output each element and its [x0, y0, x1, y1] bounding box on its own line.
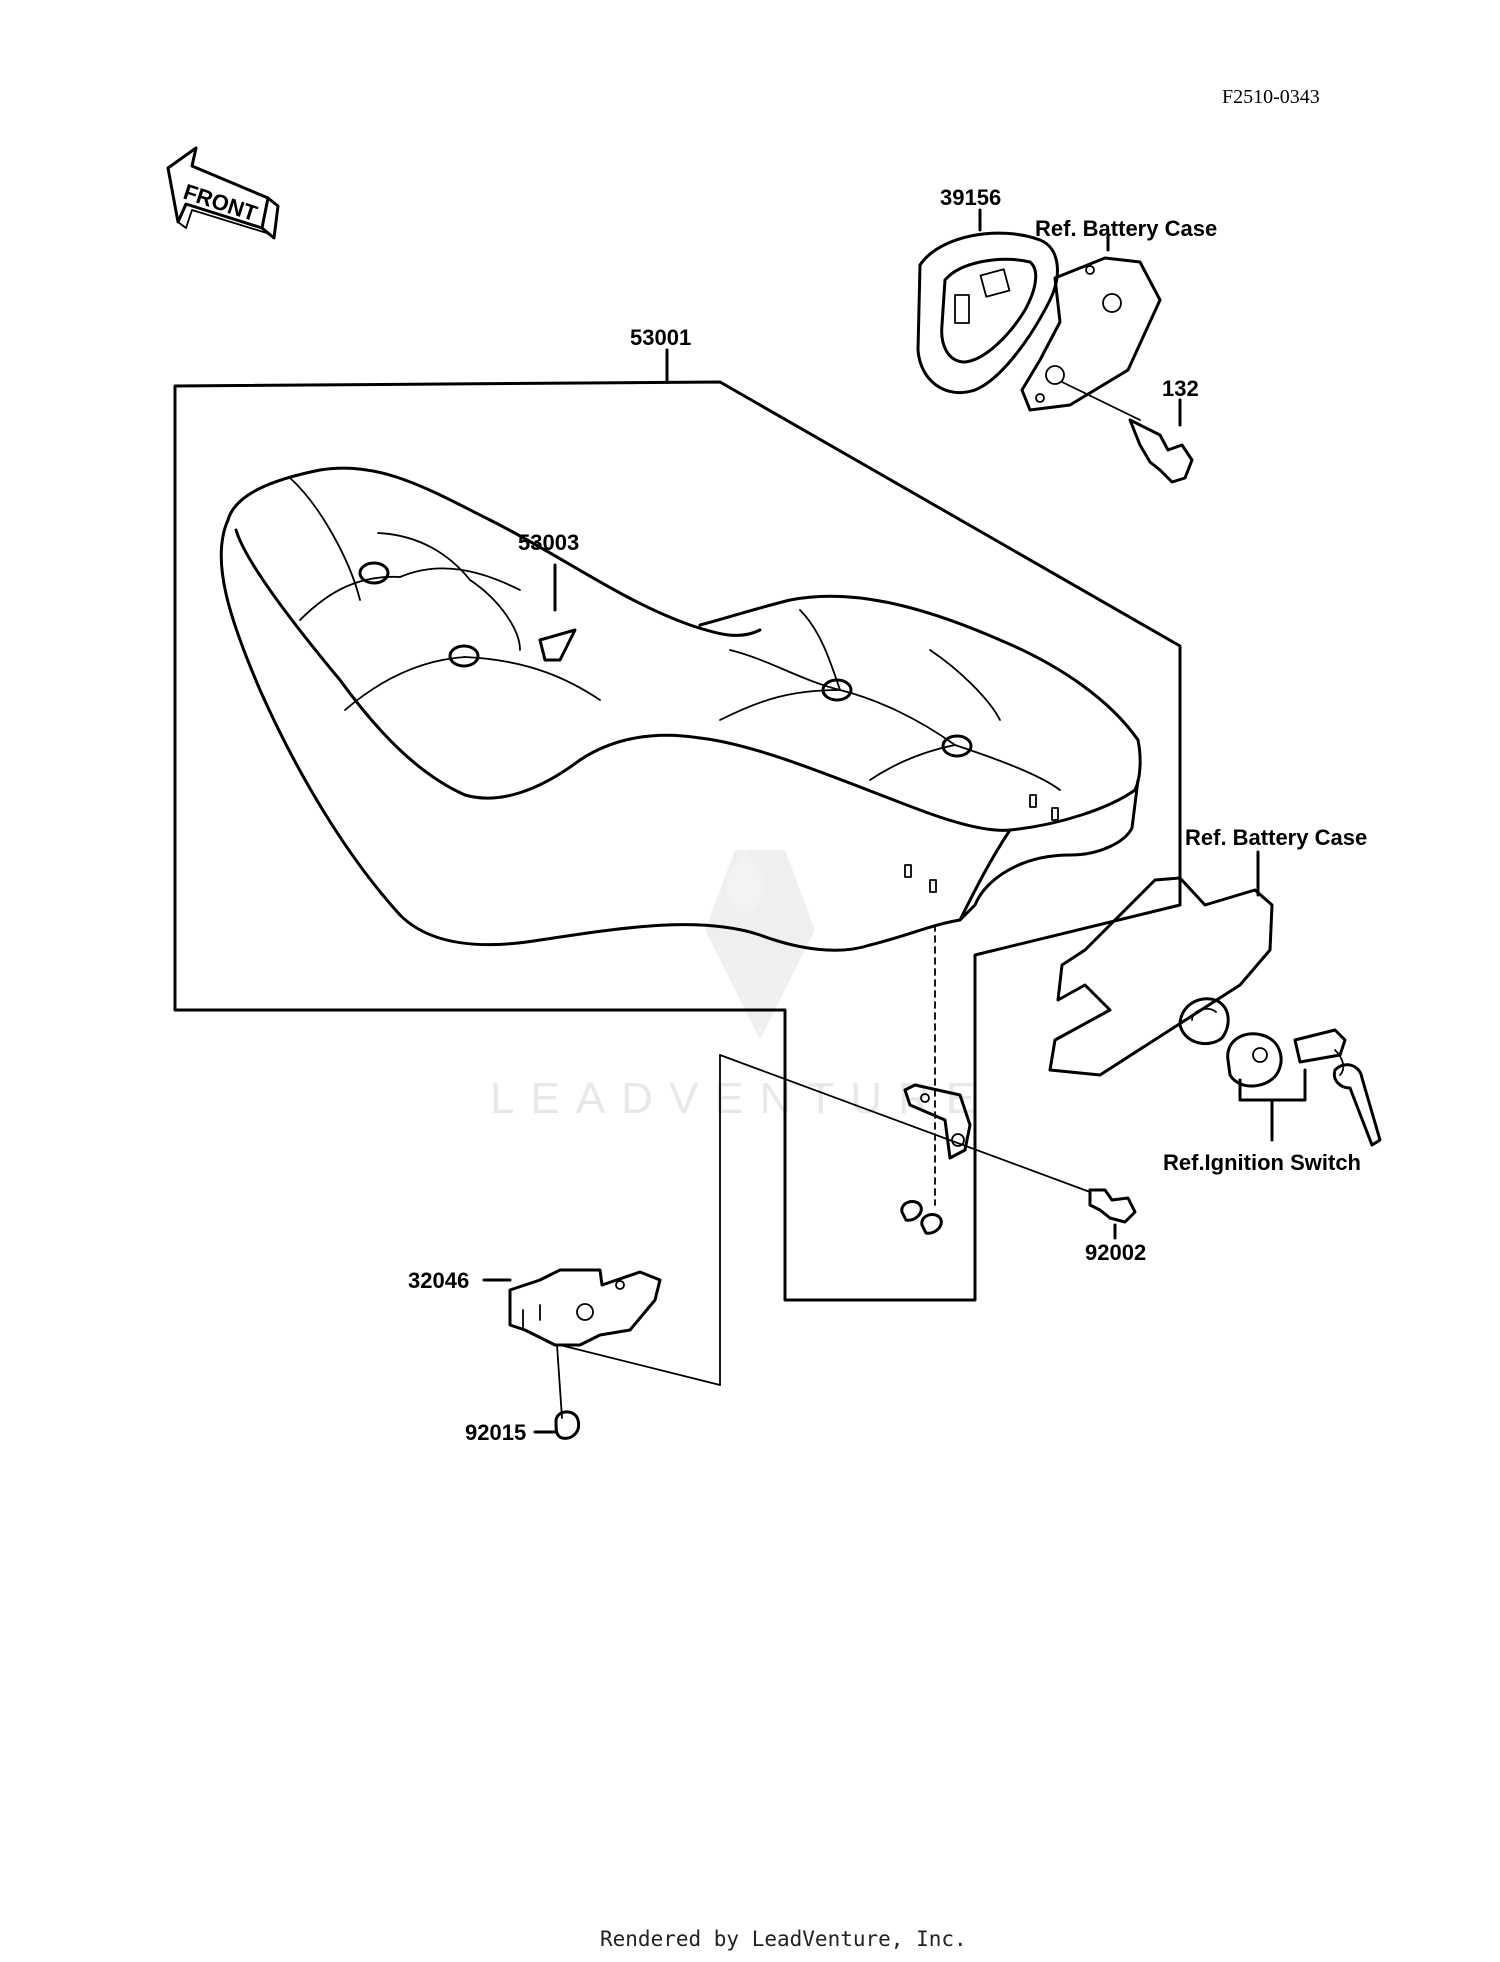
part-label-53001: 53001	[630, 325, 691, 350]
lock-bracket-32046	[508, 1054, 721, 1386]
nut-92015	[554, 1344, 581, 1440]
watermark-text: LEADVENTURE	[490, 1074, 991, 1123]
part-label-132: 132	[1162, 376, 1199, 401]
assembly-frame	[173, 380, 1182, 1302]
part-label-92002: 92002	[1085, 1240, 1146, 1265]
footer-credit: Rendered by LeadVenture, Inc.	[600, 1927, 967, 1951]
diagram-code: F2510-0343	[1222, 86, 1320, 108]
battery-case-lock-bracket	[1048, 876, 1274, 1077]
ref-label-battery-case-right: Ref. Battery Case	[1185, 825, 1367, 850]
part-label-32046: 32046	[408, 1268, 469, 1293]
part-label-92015: 92015	[465, 1420, 526, 1445]
seat-hinge-bracket	[900, 924, 972, 1235]
leadventure-watermark: LEADVENTURE	[490, 850, 991, 1123]
front-arrow-icon: FRONT	[166, 146, 280, 240]
bolt-132	[1061, 381, 1194, 484]
part-label-53003: 53003	[518, 530, 579, 555]
ignition-switch	[1226, 1028, 1382, 1147]
seat-illustration	[219, 466, 1142, 952]
bolt-92002	[719, 1054, 1137, 1224]
part-label-39156: 39156	[940, 185, 1001, 210]
ref-label-ignition-switch: Ref.Ignition Switch	[1163, 1150, 1361, 1175]
battery-cover-39156	[916, 231, 1162, 412]
ref-label-battery-case-top: Ref. Battery Case	[1035, 216, 1217, 241]
